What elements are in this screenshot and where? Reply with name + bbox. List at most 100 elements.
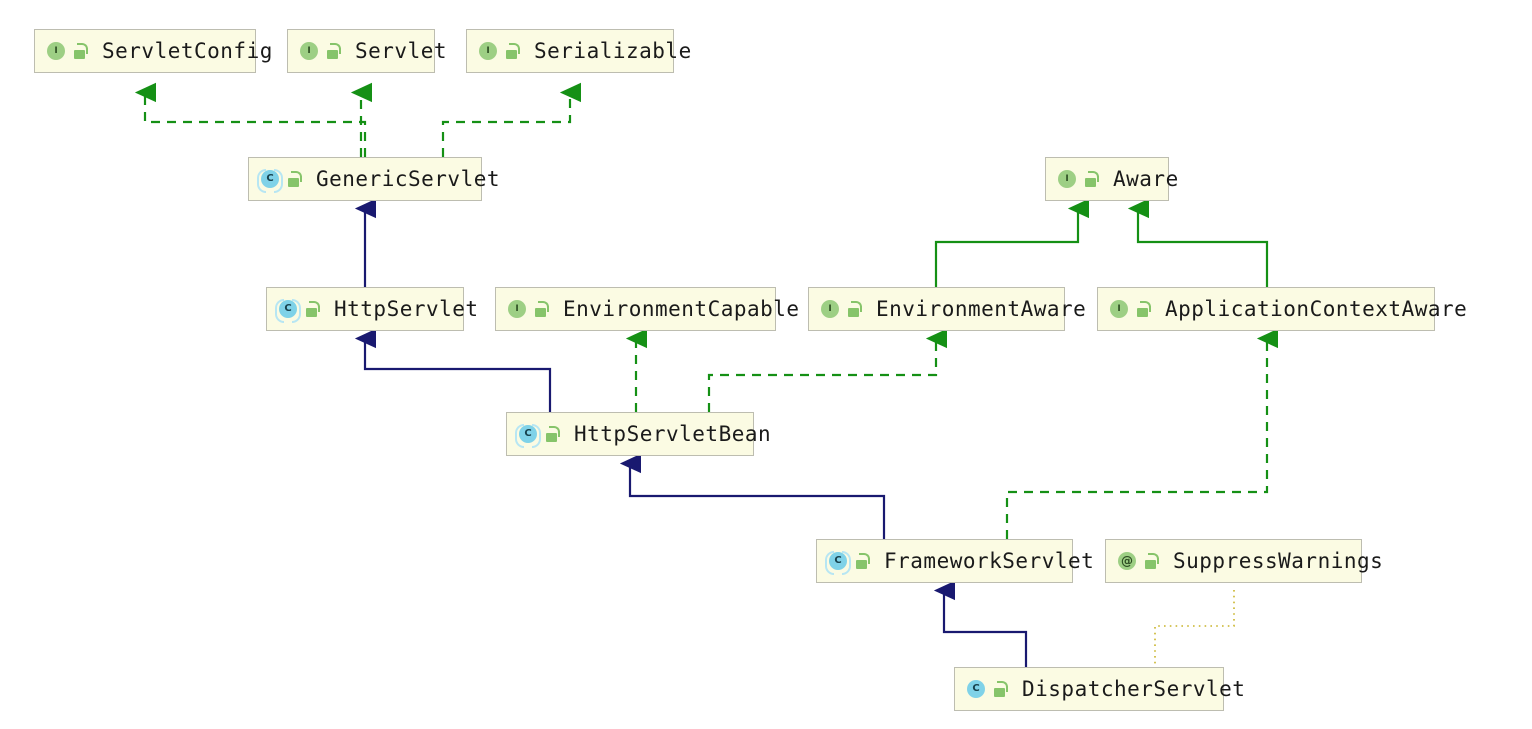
edge-httpservletbean-extends-httpservlet [354, 328, 552, 412]
padlock-body [546, 433, 557, 442]
badge-glyph: I [1117, 303, 1121, 314]
badge-glyph: C [284, 303, 292, 314]
padlock-shackle [509, 43, 520, 54]
class-badge-icon: C [515, 423, 541, 448]
node-icon-group: I [298, 40, 341, 62]
unlocked-padlock-icon [846, 300, 862, 318]
edge-dispatcherservlet-annotated-suppresswarnings [1154, 590, 1235, 667]
class-node-suppresswarnings[interactable]: @ SuppressWarnings [1105, 539, 1383, 583]
badge-glyph: C [834, 555, 842, 566]
edge-genericservlet-implements-servletconfig [134, 82, 367, 157]
class-node-label: Aware [1113, 166, 1179, 191]
class-node-serializable[interactable]: I Serializable [466, 29, 691, 73]
class-node-httpservletbean[interactable]: C HttpServletBean [506, 412, 771, 456]
unlocked-padlock-icon [854, 552, 870, 570]
node-icon-group: I [1108, 298, 1151, 320]
padlock-body [856, 560, 867, 569]
class-node-environmentaware[interactable]: I EnvironmentAware [808, 287, 1086, 331]
class-node-label: GenericServlet [316, 166, 501, 191]
node-icon-group: I [506, 298, 549, 320]
class-node-genericservlet[interactable]: C GenericServlet [248, 157, 500, 201]
padlock-shackle [330, 43, 341, 54]
class-badge-icon: C [825, 550, 851, 575]
padlock-body [848, 308, 859, 317]
class-node-servlet[interactable]: I Servlet [287, 29, 447, 73]
class-badge-icon: C [965, 678, 987, 700]
interface-badge-icon: I [45, 40, 67, 62]
padlock-shackle [1088, 171, 1099, 182]
padlock-shackle [859, 553, 870, 564]
badge-disc [479, 42, 497, 60]
badge-disc [967, 680, 985, 698]
class-node-label: DispatcherServlet [1022, 676, 1246, 701]
unlocked-padlock-icon [504, 42, 520, 60]
interface-badge-icon: I [506, 298, 528, 320]
badge-disc [1118, 552, 1136, 570]
padlock-shackle [538, 301, 549, 312]
node-icon-group: C [515, 423, 560, 448]
badge-disc [1058, 170, 1076, 188]
padlock-body [506, 50, 517, 59]
edge-environmentaware-extends-aware [934, 198, 1089, 287]
class-node-label: Serializable [534, 38, 692, 63]
node-icon-group: C [965, 678, 1008, 700]
padlock-shackle [851, 301, 862, 312]
class-node-label: HttpServletBean [574, 421, 772, 446]
interface-badge-icon: I [1108, 298, 1130, 320]
badge-disc [47, 42, 65, 60]
badge-glyph: I [307, 45, 311, 56]
padlock-body [1085, 178, 1096, 187]
unlocked-padlock-icon [544, 425, 560, 443]
class-badge-icon: C [275, 298, 301, 323]
padlock-body [306, 308, 317, 317]
edge-httpservletbean-implements-environmentaware [707, 328, 947, 412]
class-node-servletconfig[interactable]: I ServletConfig [34, 29, 272, 73]
node-icon-group: @ [1116, 550, 1159, 572]
unlocked-padlock-icon [325, 42, 341, 60]
class-node-label: FrameworkServlet [884, 548, 1095, 573]
class-node-httpservlet[interactable]: C HttpServlet [266, 287, 478, 331]
edge-frameworkservlet-extends-httpservletbean [619, 453, 886, 539]
class-node-aware[interactable]: I Aware [1045, 157, 1178, 201]
unlocked-padlock-icon [992, 680, 1008, 698]
padlock-shackle [1148, 553, 1159, 564]
padlock-body [327, 50, 338, 59]
edge-frameworkservlet-implements-applicationcontextaware [1005, 328, 1278, 539]
node-icon-group: I [1056, 168, 1099, 190]
padlock-shackle [291, 171, 302, 182]
class-node-label: ServletConfig [102, 38, 273, 63]
unlocked-padlock-icon [1135, 300, 1151, 318]
class-node-label: HttpServlet [334, 296, 479, 321]
edge-genericservlet-implements-serializable [441, 82, 581, 157]
node-icon-group: C [257, 168, 302, 193]
class-node-label: EnvironmentAware [876, 296, 1087, 321]
padlock-body [535, 308, 546, 317]
edge-applicationcontextaware-extends-aware [1127, 198, 1269, 287]
padlock-shackle [549, 426, 560, 437]
badge-glyph: I [1065, 173, 1069, 184]
badge-disc [300, 42, 318, 60]
class-node-frameworkservlet[interactable]: C FrameworkServlet [816, 539, 1094, 583]
padlock-body [1137, 308, 1148, 317]
node-icon-group: C [825, 550, 870, 575]
class-node-label: Servlet [355, 38, 448, 63]
unlocked-padlock-icon [1143, 552, 1159, 570]
padlock-body [288, 178, 299, 187]
padlock-shackle [309, 301, 320, 312]
padlock-body [1145, 560, 1156, 569]
unlocked-padlock-icon [1083, 170, 1099, 188]
badge-glyph: I [54, 45, 58, 56]
node-icon-group: I [819, 298, 862, 320]
class-node-dispatcherservlet[interactable]: C DispatcherServlet [954, 667, 1245, 711]
badge-glyph: C [972, 683, 980, 694]
interface-badge-icon: I [477, 40, 499, 62]
badge-glyph: C [524, 428, 532, 439]
class-node-label: SuppressWarnings [1173, 548, 1384, 573]
unlocked-padlock-icon [286, 170, 302, 188]
annotation-badge-icon: @ [1116, 550, 1138, 572]
badge-disc [821, 300, 839, 318]
